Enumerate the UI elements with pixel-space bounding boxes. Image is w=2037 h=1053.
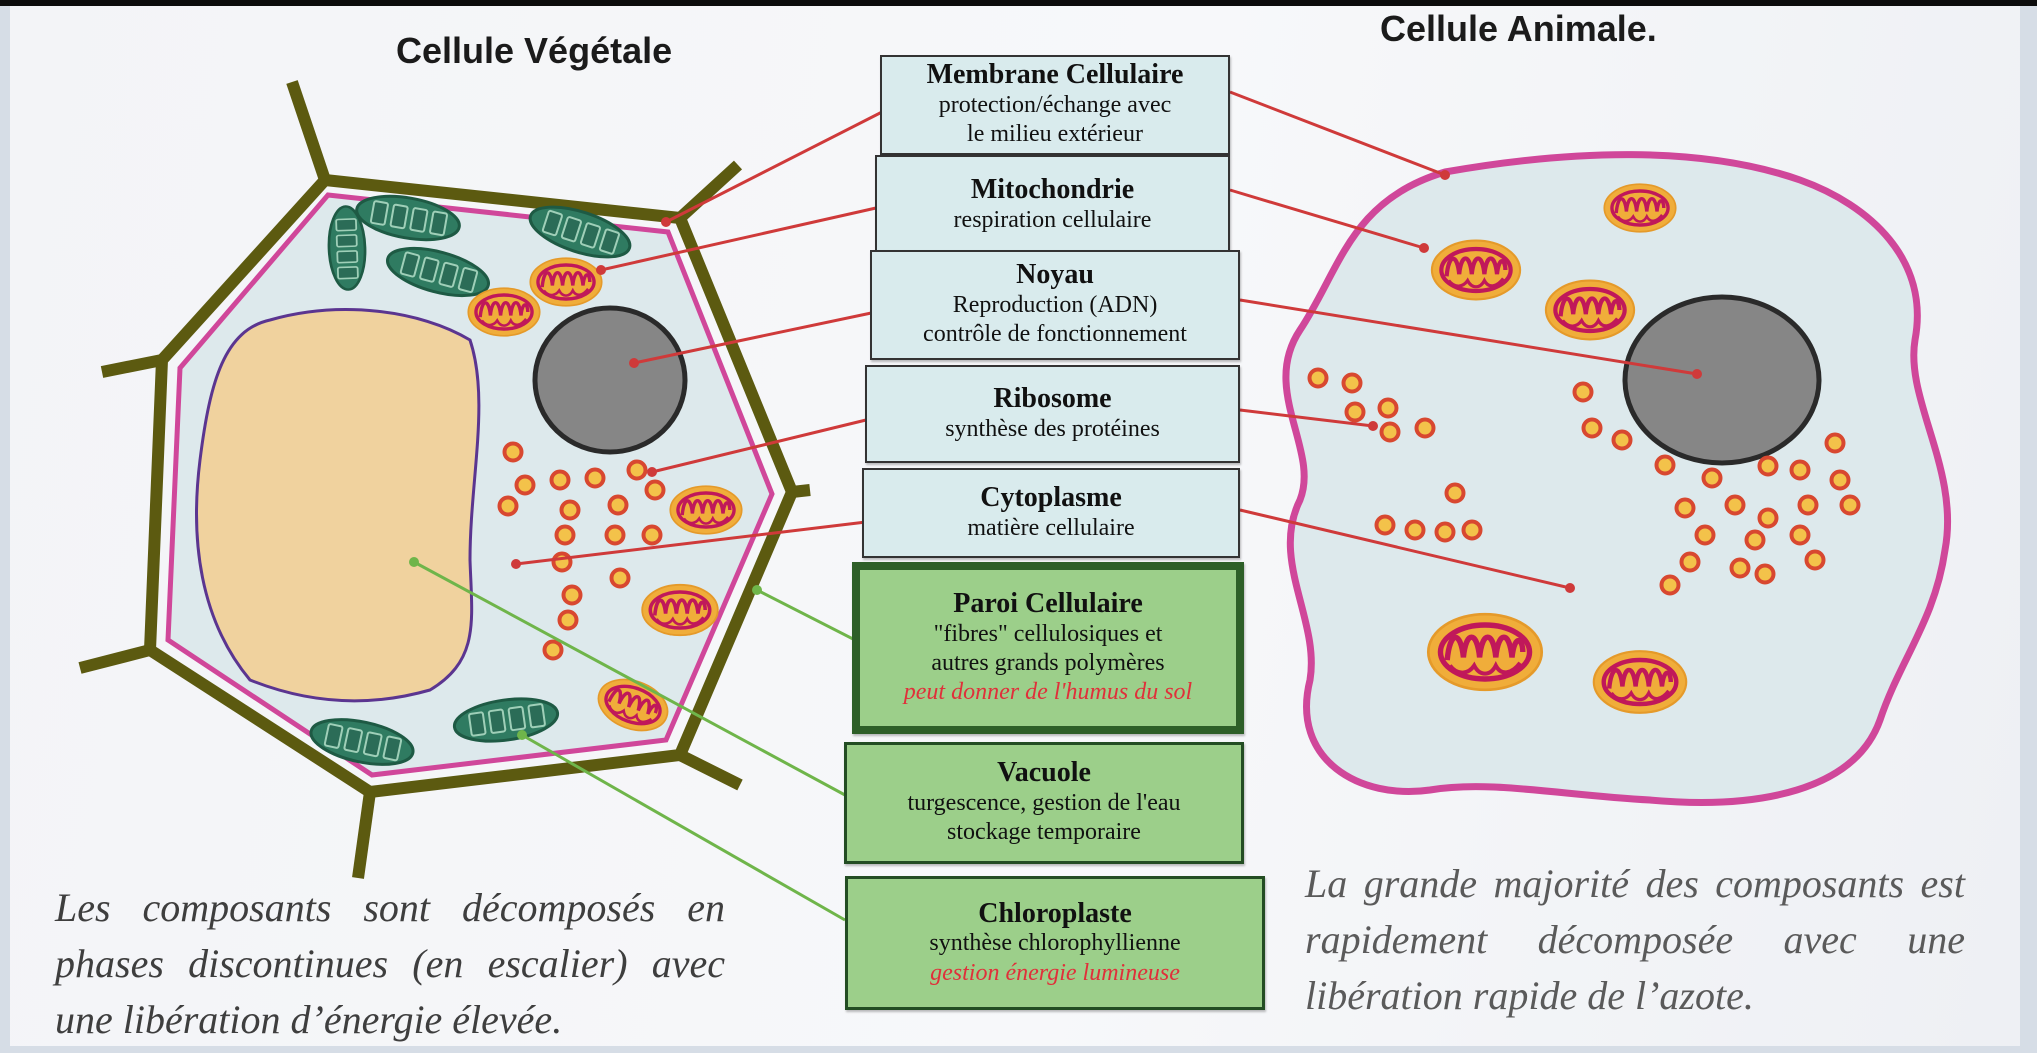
ribosome-icon xyxy=(607,527,624,544)
label-note: peut donner de l'humus du sol xyxy=(904,678,1192,707)
label-description: Reproduction (ADN) xyxy=(953,291,1158,320)
mitochondria-icon xyxy=(1432,241,1520,300)
plant-caption: Les composants sont décomposés en phases… xyxy=(55,880,725,1048)
label-description: respiration cellulaire xyxy=(954,206,1152,235)
label-title: Chloroplaste xyxy=(978,899,1132,930)
ribosome-icon xyxy=(557,527,574,544)
ribosome-icon xyxy=(560,612,577,629)
ribosome-icon xyxy=(1727,497,1744,514)
ribosome-icon xyxy=(644,527,661,544)
mitochondria-icon xyxy=(642,585,718,635)
vacuole-icon xyxy=(197,310,479,701)
label-description: protection/échange avec xyxy=(939,91,1172,120)
ribosome-icon xyxy=(587,470,604,487)
label-description: synthèse des protéines xyxy=(945,415,1160,444)
label-cytoplasme: Cytoplasme matière cellulaire xyxy=(862,468,1240,558)
label-title: Cytoplasme xyxy=(980,483,1122,514)
label-title: Ribosome xyxy=(993,384,1111,415)
nucleus-icon xyxy=(1625,297,1819,463)
mitochondria-icon xyxy=(1594,651,1686,713)
ribosome-icon xyxy=(1832,472,1849,489)
animal-cell-title: Cellule Animale. xyxy=(1380,8,1657,50)
ribosome-icon xyxy=(1437,524,1454,541)
label-title: Membrane Cellulaire xyxy=(927,60,1184,91)
ribosome-icon xyxy=(1697,527,1714,544)
label-description: le milieu extérieur xyxy=(967,120,1143,149)
label-title: Vacuole xyxy=(997,758,1091,789)
mitochondria-icon xyxy=(530,258,601,306)
label-description: turgescence, gestion de l'eau xyxy=(907,789,1180,818)
ribosome-icon xyxy=(1760,510,1777,527)
plant-cell xyxy=(80,82,810,878)
label-description: "fibres" cellulosiques et xyxy=(934,620,1163,649)
ribosome-icon xyxy=(1310,370,1327,387)
label-description: contrôle de fonctionnement xyxy=(923,320,1187,349)
ribosome-icon xyxy=(1464,522,1481,539)
plant-cell-title: Cellule Végétale xyxy=(396,30,672,72)
ribosome-icon xyxy=(517,477,534,494)
label-paroi: Paroi Cellulaire "fibres" cellulosiques … xyxy=(852,562,1244,734)
mitochondria-icon xyxy=(1546,281,1634,340)
ribosome-icon xyxy=(612,570,629,587)
label-membrane: Membrane Cellulaire protection/échange a… xyxy=(880,55,1230,155)
ribosome-icon xyxy=(545,642,562,659)
ribosome-icon xyxy=(1575,384,1592,401)
mitochondria-icon xyxy=(468,288,539,336)
ribosome-icon xyxy=(1344,375,1361,392)
ribosome-icon xyxy=(629,462,646,479)
ribosome-icon xyxy=(1382,424,1399,441)
ribosome-icon xyxy=(1807,552,1824,569)
ribosome-icon xyxy=(1842,497,1859,514)
ribosome-icon xyxy=(1747,532,1764,549)
ribosome-icon xyxy=(1407,522,1424,539)
label-vacuole: Vacuole turgescence, gestion de l'eau st… xyxy=(844,742,1244,864)
label-description: stockage temporaire xyxy=(947,818,1141,847)
ribosome-icon xyxy=(1792,527,1809,544)
label-chloroplaste: Chloroplaste synthèse chlorophyllienne g… xyxy=(845,876,1265,1010)
ribosome-icon xyxy=(1682,554,1699,571)
ribosome-icon xyxy=(1677,500,1694,517)
ribosome-icon xyxy=(1657,457,1674,474)
ribosome-icon xyxy=(564,587,581,604)
mitochondria-icon xyxy=(670,486,741,534)
ribosome-icon xyxy=(1584,420,1601,437)
label-mitochondrie: Mitochondrie respiration cellulaire xyxy=(875,155,1230,255)
label-note: gestion énergie lumineuse xyxy=(930,959,1180,988)
ribosome-icon xyxy=(552,472,569,489)
label-ribosome: Ribosome synthèse des protéines xyxy=(865,365,1240,463)
mitochondria-icon xyxy=(1428,614,1541,690)
label-noyau: Noyau Reproduction (ADN) contrôle de fon… xyxy=(870,250,1240,360)
ribosome-icon xyxy=(562,502,579,519)
ribosome-icon xyxy=(1347,404,1364,421)
ribosome-icon xyxy=(554,554,571,571)
ribosome-icon xyxy=(1704,470,1721,487)
ribosome-icon xyxy=(1662,577,1679,594)
mitochondria-icon xyxy=(1604,184,1675,232)
ribosome-icon xyxy=(1792,462,1809,479)
nucleus-icon xyxy=(535,308,685,452)
ribosome-icon xyxy=(610,497,627,514)
label-title: Noyau xyxy=(1016,260,1094,291)
ribosome-icon xyxy=(1827,435,1844,452)
ribosome-icon xyxy=(1447,485,1464,502)
ribosome-icon xyxy=(1760,458,1777,475)
ribosome-icon xyxy=(1757,566,1774,583)
ribosome-icon xyxy=(1614,432,1631,449)
ribosome-icon xyxy=(1377,517,1394,534)
animal-caption: La grande majorité des composants est ra… xyxy=(1305,856,1965,1024)
animal-cell xyxy=(1286,155,1948,803)
label-title: Paroi Cellulaire xyxy=(953,589,1143,620)
label-description: autres grands polymères xyxy=(931,649,1164,678)
ribosome-icon xyxy=(647,482,664,499)
ribosome-icon xyxy=(1800,497,1817,514)
label-description: synthèse chlorophyllienne xyxy=(929,929,1180,958)
label-title: Mitochondrie xyxy=(971,175,1134,206)
ribosome-icon xyxy=(1732,560,1749,577)
ribosome-icon xyxy=(1380,400,1397,417)
label-description: matière cellulaire xyxy=(967,514,1134,543)
ribosome-icon xyxy=(1417,420,1434,437)
ribosome-icon xyxy=(500,498,517,515)
ribosome-icon xyxy=(505,444,522,461)
